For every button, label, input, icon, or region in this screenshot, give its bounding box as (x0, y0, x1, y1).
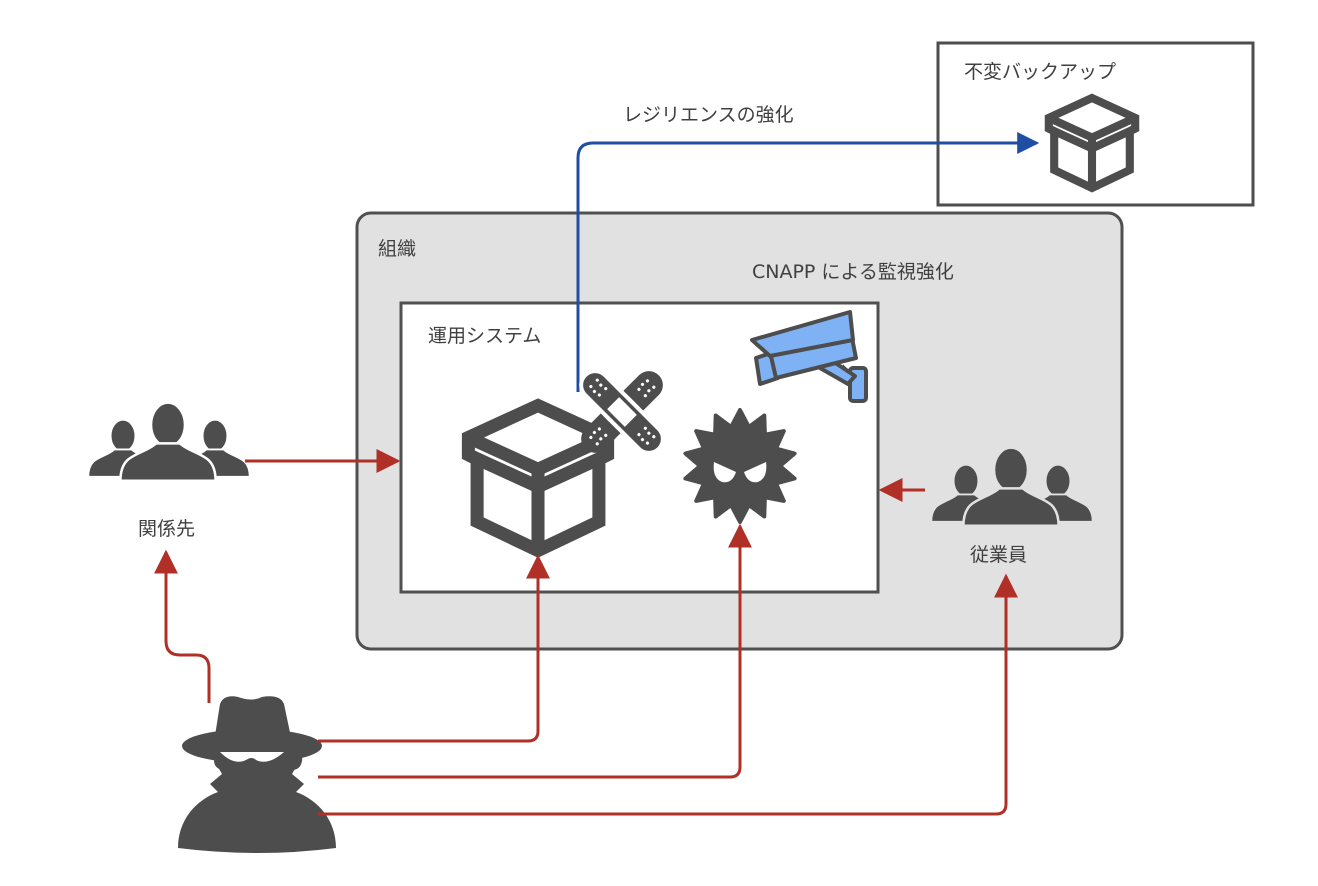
arrow-attacker-to-partners (154, 549, 211, 703)
cnapp-label: CNAPP による監視強化 (752, 261, 954, 283)
partners-label: 関係先 (138, 518, 196, 540)
security-camera-icon (750, 310, 868, 403)
arrow-attacker-to-employees (318, 573, 1018, 816)
resilience-arrow (576, 132, 1040, 392)
attacker-spy-icon (178, 696, 336, 853)
operational-system-label: 運用システム (428, 325, 542, 347)
immutable-backup-label: 不変バックアップ (964, 61, 1117, 83)
organization-label: 組織 (378, 238, 417, 260)
arrow-attacker-to-malware (318, 523, 752, 779)
bandage-icon (579, 369, 665, 455)
malware-icon (683, 408, 797, 524)
employees-label: 従業員 (970, 544, 1028, 566)
partners-group-icon (87, 401, 251, 483)
resilience-arrow-label: レジリエンスの強化 (623, 104, 794, 126)
arrow-attacker-to-system (318, 554, 550, 743)
